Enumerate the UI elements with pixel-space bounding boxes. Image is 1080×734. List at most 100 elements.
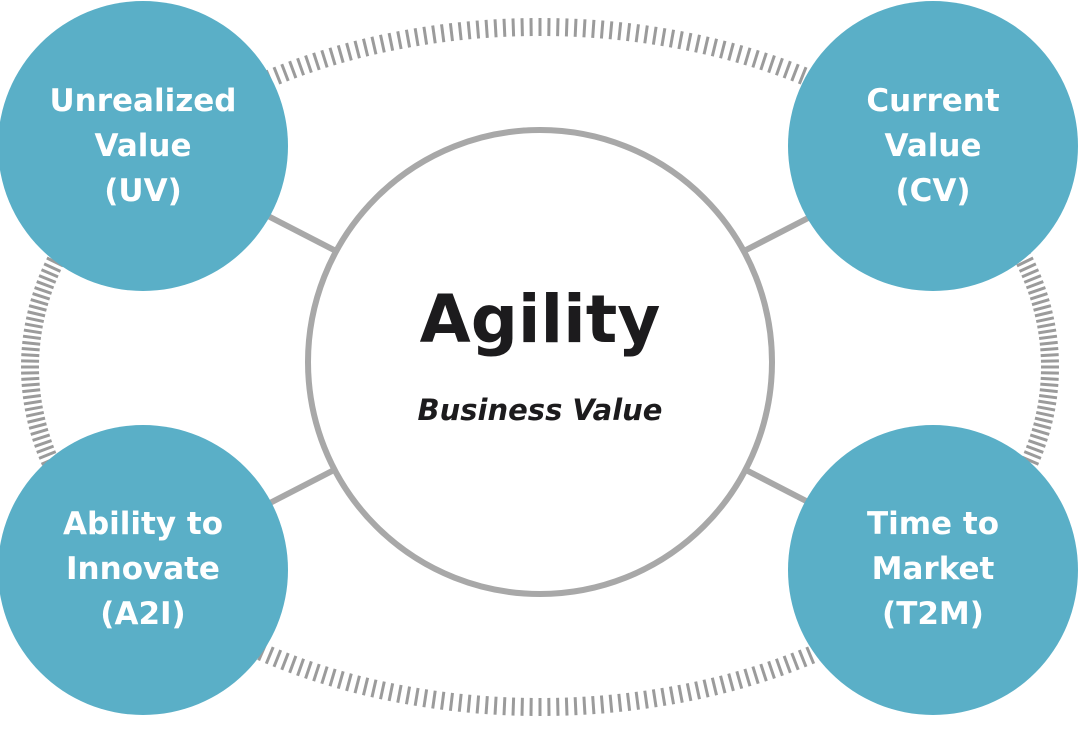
ring-tick [634, 24, 640, 43]
connector-cv [744, 213, 814, 253]
ring-tick [1040, 347, 1059, 352]
ring-tick [1029, 433, 1048, 442]
ring-tick [702, 36, 710, 55]
ring-tick [643, 25, 649, 44]
ring-tick [1035, 316, 1055, 324]
ring-tick [1037, 322, 1056, 329]
ring-tick [668, 29, 676, 48]
ring-tick [312, 52, 321, 71]
ring-tick [1034, 310, 1053, 318]
ring-tick [32, 292, 51, 301]
ring-tick [775, 658, 784, 677]
ring-tick [1035, 410, 1055, 418]
connector-uv [266, 213, 336, 253]
ring-tick [599, 20, 605, 39]
ring-tick [651, 689, 658, 708]
ring-tick [1029, 292, 1048, 301]
node-circle-uv [0, 1, 288, 291]
ring-tick [1038, 328, 1057, 335]
ring-tick [396, 31, 403, 50]
ring-tick [288, 60, 298, 79]
ring-tick [30, 298, 49, 307]
ring-tick [582, 696, 587, 715]
ring-tick [36, 280, 55, 290]
ring-tick [422, 689, 429, 708]
ring-tick [767, 55, 776, 74]
ring-tick [21, 382, 40, 387]
ring-tick [1021, 268, 1040, 279]
ring-tick [1039, 340, 1058, 346]
ring-tick [345, 673, 353, 692]
ring-tick [328, 668, 337, 687]
ring-tick [28, 304, 47, 312]
node-label-line: (CV) [895, 173, 971, 209]
node-label-line: (A2I) [100, 596, 186, 632]
ring-tick [466, 694, 472, 713]
node-circle-a2i [0, 425, 288, 715]
ring-tick [413, 687, 420, 707]
ring-tick [511, 18, 516, 37]
ring-tick [710, 677, 719, 696]
ring-tick [440, 24, 446, 43]
ring-tick [1018, 262, 1037, 273]
node-label-line: Value [884, 128, 982, 164]
ring-tick [280, 63, 290, 82]
ring-tick [21, 376, 40, 381]
ring-tick [23, 399, 42, 406]
ring-tick [312, 663, 321, 682]
ring-tick [361, 677, 370, 696]
ring-tick [25, 410, 45, 418]
node-circle-cv [788, 1, 1078, 291]
ring-tick [677, 684, 684, 703]
ring-tick [345, 42, 353, 61]
node-label-t2m: Time to Market (T2M) [803, 502, 1063, 637]
node-label-line: (UV) [104, 173, 182, 209]
node-label-line: Unrealized [49, 83, 237, 119]
ring-tick [387, 683, 395, 702]
ring-tick [493, 696, 498, 715]
ring-tick [22, 334, 42, 341]
ring-tick [685, 683, 693, 702]
ring-tick [304, 660, 313, 679]
ring-tick [1039, 388, 1058, 394]
ring-tick [457, 693, 463, 712]
ring-tick [361, 38, 370, 57]
ring-tick [677, 31, 684, 50]
ring-tick [32, 433, 51, 442]
ring-tick [34, 439, 53, 448]
ring-tick [1038, 334, 1058, 341]
ring-tick [320, 666, 329, 685]
node-label-line: (T2M) [882, 596, 984, 632]
ring-tick [660, 687, 667, 707]
ring-tick [24, 405, 43, 412]
ring-tick [1038, 399, 1057, 406]
ring-tick [440, 691, 446, 710]
ring-tick [370, 36, 378, 55]
ring-tick [608, 694, 614, 713]
ring-tick [272, 66, 283, 85]
ring-tick [617, 693, 623, 712]
ring-tick [493, 19, 498, 38]
ring-tick [22, 393, 42, 400]
ring-tick [484, 19, 489, 38]
ring-tick [475, 695, 481, 714]
ring-tick [805, 646, 816, 665]
ring-tick [751, 49, 760, 68]
ring-tick [23, 328, 42, 335]
ring-tick [782, 655, 792, 674]
node-circle-t2m [788, 425, 1078, 715]
ring-tick [264, 646, 275, 665]
ring-tick [660, 27, 667, 47]
connectors [266, 213, 814, 507]
node-label-line: Innovate [66, 551, 220, 587]
ring-tick [272, 649, 283, 668]
ring-tick [719, 675, 727, 694]
ring-tick [573, 697, 578, 716]
ring-tick [743, 668, 752, 687]
connector-t2m [744, 467, 814, 507]
ring-tick [634, 691, 640, 710]
ring-tick [404, 686, 412, 705]
ring-tick [790, 63, 800, 82]
ring-tick [422, 26, 429, 45]
